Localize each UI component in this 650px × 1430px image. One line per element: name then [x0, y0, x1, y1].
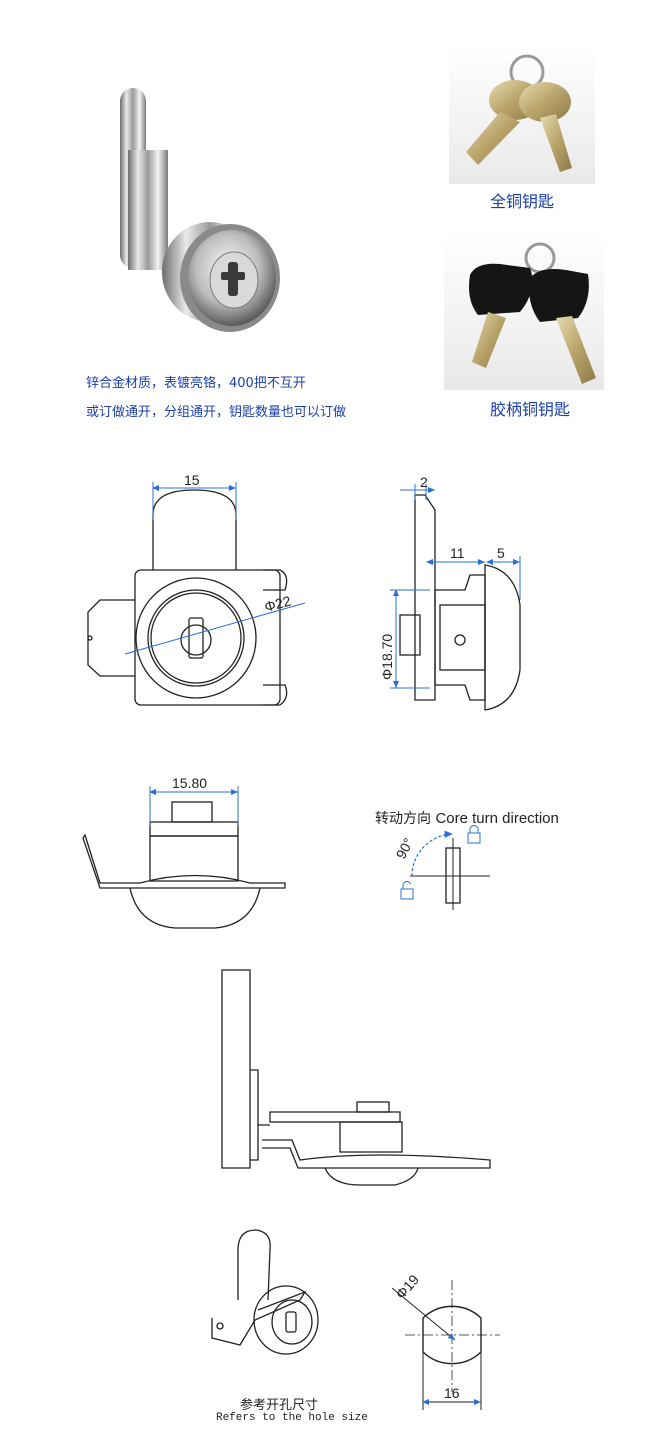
rubber-key-caption: 胶柄铜钥匙	[490, 400, 571, 419]
side-height-dim: Φ18.70	[379, 634, 395, 680]
front-view-drawing	[87, 489, 288, 706]
hole-size-drawing	[405, 1280, 500, 1392]
turn-angle-label: 90°	[393, 835, 417, 861]
hole-flat-dim: 16	[444, 1385, 460, 1401]
turn-direction-title-en: Core turn direction	[435, 810, 559, 827]
hole-caption-cn: 参考开孔尺寸	[240, 1398, 319, 1413]
turn-direction-title-cn: 转动方向	[375, 811, 431, 827]
side-view-dimensions	[390, 484, 521, 689]
rubber-keys-photo	[444, 230, 604, 390]
front-view-dimensions	[124, 482, 306, 655]
brass-key-caption: 全铜钥匙	[490, 192, 555, 211]
bottom-width-dim: 15.80	[172, 775, 207, 791]
side-cap-dim: 5	[497, 545, 505, 561]
installed-view-drawing	[221, 969, 491, 1186]
lock-icon	[467, 825, 481, 844]
brass-keys-photo	[449, 46, 595, 184]
front-width-dim: 15	[184, 472, 200, 488]
bottom-view-drawing	[82, 801, 286, 929]
hole-caption-en: Refers to the hole size	[216, 1412, 368, 1424]
perspective-line-drawing	[211, 1229, 319, 1355]
side-view-drawing	[399, 494, 521, 711]
hole-size-dimensions	[391, 1287, 482, 1410]
cam-lock-photo	[120, 88, 280, 332]
side-body-dim: 11	[450, 545, 465, 561]
hole-diameter-dim: Φ19	[392, 1271, 422, 1302]
description-line-2: 或订做通开，分组通开，钥匙数量也可以订做	[86, 405, 347, 420]
bottom-view-dimensions	[149, 786, 239, 826]
front-diameter-dim: Φ22	[263, 592, 293, 614]
turn-direction-diagram	[400, 825, 490, 910]
side-plate-dim: 2	[420, 474, 428, 490]
description-line-1: 锌合金材质，表镀亮铬，400把不互开	[86, 376, 306, 391]
unlock-icon	[400, 881, 414, 900]
turn-direction-title: 转动方向 Core turn direction	[375, 808, 559, 828]
